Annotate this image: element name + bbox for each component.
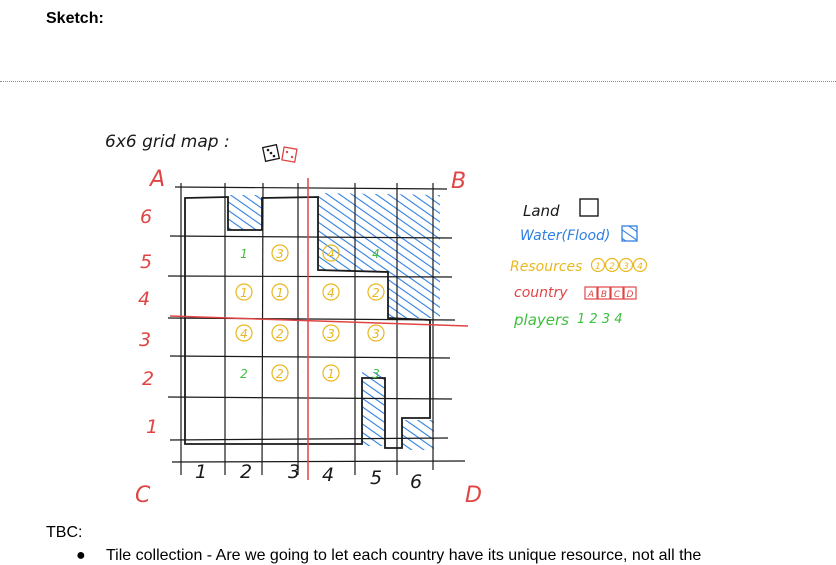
resource-mark: 2 <box>240 367 248 381</box>
corner-label-d: D <box>465 483 482 508</box>
resource-mark: 2 <box>271 364 289 382</box>
legend-resources-label: Resources <box>510 259 582 275</box>
resource-mark: 1 <box>322 364 340 382</box>
resource-mark: 1 <box>235 283 253 301</box>
country-icon-label: C <box>614 290 621 300</box>
tbc-label: TBC: <box>46 524 83 541</box>
dice-icon <box>261 143 298 163</box>
resource-mark-text: 3 <box>327 327 335 341</box>
resource-icon-label: 3 <box>623 262 629 272</box>
resource-mark: 4 <box>372 247 380 261</box>
resource-icon-label: 1 <box>595 262 601 272</box>
column-label: 5 <box>370 467 382 489</box>
resource-mark-text: 3 <box>372 327 380 341</box>
resource-mark-text: 4 <box>372 247 380 261</box>
resource-icon-label: 2 <box>609 262 615 272</box>
land-outline <box>184 196 431 449</box>
resource-marks: 1 3 4 4 1 1 4 2 4 2 3 3 2 2 1 3 <box>235 244 385 382</box>
resource-mark-text: 2 <box>372 286 380 300</box>
sketch-title: 6x6 grid map : <box>105 132 230 152</box>
legend-land-label: Land <box>523 202 560 220</box>
resource-mark: 1 <box>271 283 289 301</box>
country-icon <box>623 286 637 300</box>
resource-icon <box>618 257 634 273</box>
section-heading: Sketch: <box>46 10 104 27</box>
corner-label-c: C <box>135 483 151 508</box>
column-label: 6 <box>410 471 422 493</box>
column-label: 4 <box>322 464 334 486</box>
column-label: 1 <box>195 461 207 483</box>
resource-mark-text: 1 <box>327 367 335 381</box>
resource-mark-text: 4 <box>327 247 335 261</box>
corner-label-b: B <box>451 169 466 194</box>
resource-mark: 2 <box>367 283 385 301</box>
legend-water-label: Water(Flood) <box>520 228 610 244</box>
resource-icon <box>590 257 606 273</box>
country-icon-label: B <box>601 290 607 300</box>
resource-mark-text: 1 <box>240 286 248 300</box>
resource-mark: 4 <box>322 283 340 301</box>
resource-mark-text: 2 <box>240 367 248 381</box>
row-label: 2 <box>142 368 154 390</box>
corner-label-a: A <box>148 167 165 192</box>
grid-lines <box>167 182 466 476</box>
resource-icon-label: 4 <box>637 262 643 272</box>
column-label: 2 <box>240 461 252 483</box>
resource-mark-text: 2 <box>276 327 284 341</box>
row-label: 4 <box>138 288 150 310</box>
divider <box>0 81 836 82</box>
resource-mark-text: 4 <box>240 327 248 341</box>
resource-icon <box>632 257 648 273</box>
resource-mark: 2 <box>271 324 289 342</box>
legend-player-numbers: 1 2 3 4 <box>577 312 622 327</box>
resource-mark: 4 <box>322 244 340 262</box>
water-areas <box>228 193 440 450</box>
resource-mark: 3 <box>367 324 385 342</box>
legend-players-label: players <box>513 311 569 329</box>
resource-mark-text: 3 <box>372 367 380 381</box>
resource-mark: 3 <box>322 324 340 342</box>
resource-mark-text: 1 <box>240 247 248 261</box>
resource-mark: 4 <box>235 324 253 342</box>
land-swatch <box>579 198 599 217</box>
country-border-horizontal <box>169 315 469 327</box>
resource-mark-text: 4 <box>327 286 335 300</box>
bullet-dot: ● <box>76 547 86 564</box>
legend-country-label: country <box>514 285 568 301</box>
row-label: 6 <box>140 206 152 228</box>
row-label: 3 <box>139 329 151 351</box>
row-labels: 6 5 4 3 2 1 <box>138 206 158 438</box>
hand-drawn-map-sketch: 6x6 grid map : A B C D 6 5 4 3 2 1 <box>105 132 648 508</box>
resource-mark: 1 <box>240 247 248 261</box>
row-label: 1 <box>146 416 158 438</box>
country-icon <box>610 286 624 300</box>
resource-icon <box>604 257 620 273</box>
column-label: 3 <box>288 461 300 483</box>
resource-mark-text: 3 <box>276 247 284 261</box>
bullet-item: ● Tile collection - Are we going to let e… <box>76 547 836 565</box>
bullet-bold: Tile collection <box>106 547 203 564</box>
country-icon-label: A <box>587 290 594 300</box>
resource-mark-text: 1 <box>276 286 284 300</box>
row-label: 5 <box>140 251 152 273</box>
resource-mark: 3 <box>372 367 380 381</box>
column-labels: 1 2 3 4 5 6 <box>195 461 422 493</box>
water-swatch <box>621 225 638 242</box>
resource-mark-text: 2 <box>276 367 284 381</box>
bullet-text: - Are we going to let each country have … <box>202 547 702 564</box>
country-icon <box>584 286 598 300</box>
country-icon <box>597 286 611 300</box>
country-icon-label: D <box>627 290 634 300</box>
resource-mark: 3 <box>271 244 289 262</box>
